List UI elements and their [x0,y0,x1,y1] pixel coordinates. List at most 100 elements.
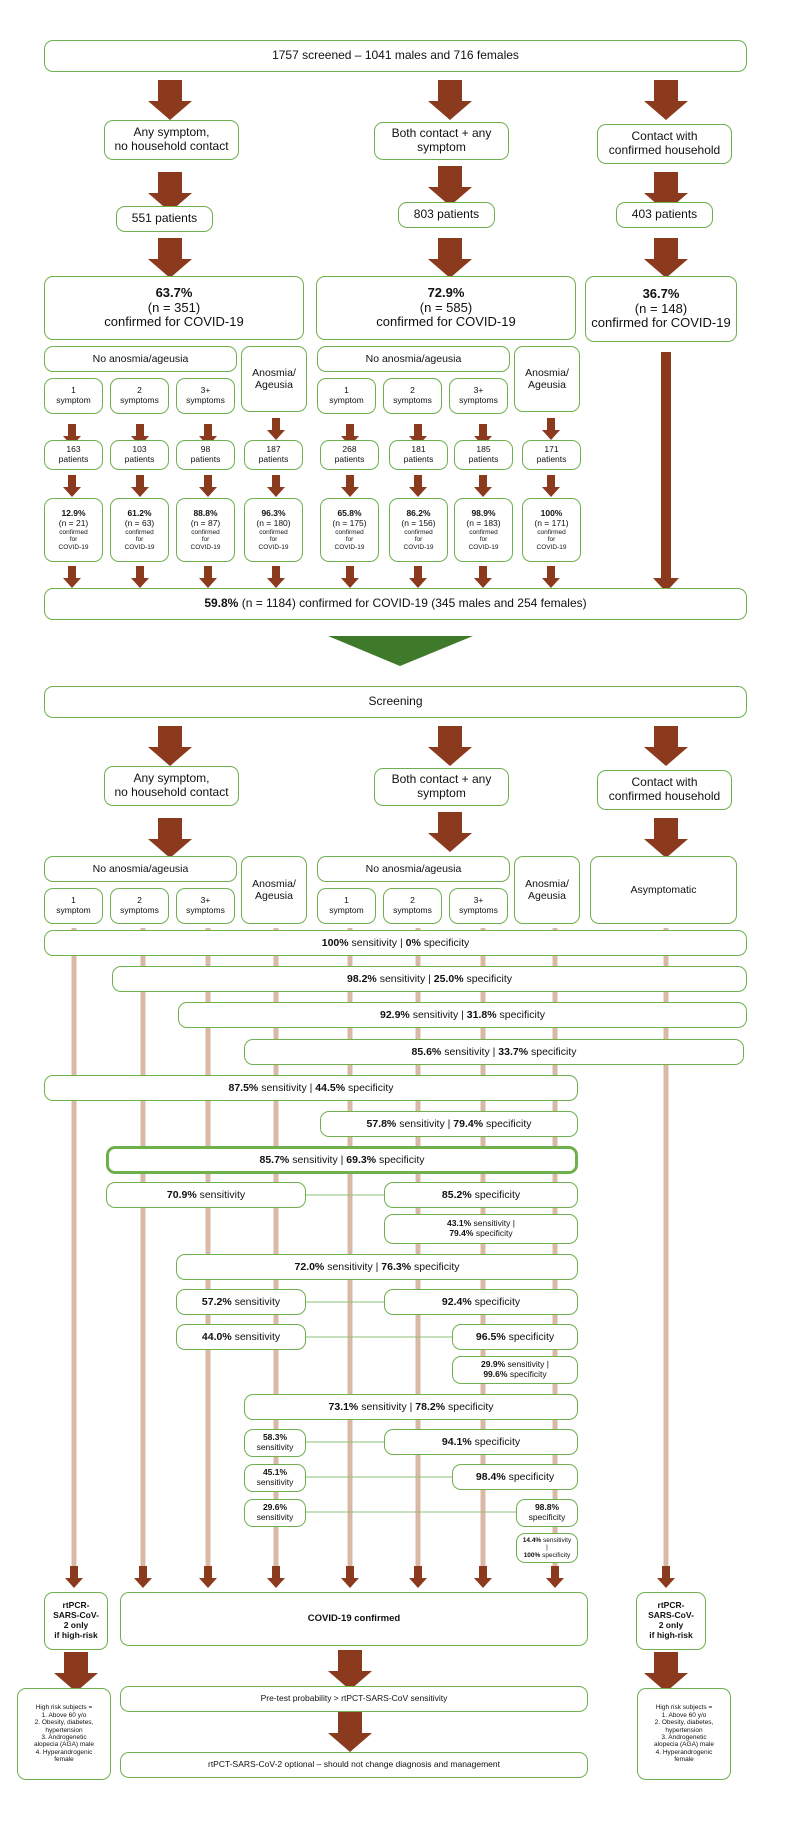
spec-word: specificity [474,1188,521,1201]
symptom-box: 2 symptoms [383,888,442,924]
sub-confirmed-box: 96.3%(n = 180)confirmed for COVID-19 [244,498,303,562]
group-box-any-symptom-2: Any symptom, no household contact [104,766,239,806]
confirmed-box-3: 36.7% (n = 148) confirmed for COVID-19 [585,276,737,342]
sens-word: sensitivity [234,1295,281,1308]
split-c-spec-3: 98.8%specificity [516,1499,578,1527]
total-pct: 59.8% [204,596,239,611]
spec-word: specificity [509,1369,547,1379]
split-connectors [306,1194,516,1513]
sens-row-4: 85.6% sensitivity | 33.7% specificity [244,1039,744,1065]
sens-word: sensitivity [473,1218,511,1229]
sub-confirmed-n: (n = 63) [124,517,155,528]
sub-confirmed-n: (n = 171) [534,517,569,528]
sens-value: 85.7% [259,1153,290,1166]
sub-patients-box: 103 patients [110,440,169,470]
sub-confirmed-pct: 12.9% [61,508,86,519]
symptom-box: 3+ symptoms [176,378,235,414]
split-a-spec: 85.2% specificity [384,1182,578,1208]
no-anosmia-header-2: No anosmia/ageusia [317,346,510,372]
sens-word: sensitivity [261,1081,307,1094]
spec-word: specificity [474,1435,521,1448]
group-box-contact: Contact with confirmed household [597,124,732,164]
sub-patients-box: 181 patients [389,440,448,470]
sub-confirmed-box: 88.8%(n = 87)confirmed for COVID-19 [176,498,235,562]
spec-value: 94.1% [441,1435,472,1448]
sens-word: sensitivity [292,1153,338,1166]
rtpcr-box-right: rtPCR- SARS-CoV- 2 only if high-risk [636,1592,706,1650]
symptom-box: 2 symptoms [110,378,169,414]
split-a-sub: 43.1% sensitivity | 79.4% specificity [384,1214,578,1244]
sub-confirmed-text: confirmed for COVID-19 [468,528,499,551]
no-anosmia-header-3: No anosmia/ageusia [44,856,237,882]
sens-value: 14.4% [522,1536,542,1544]
screened-box: 1757 screened – 1041 males and 716 femal… [44,40,747,72]
sens-value: 57.8% [366,1117,397,1130]
confirmed-box-2: 72.9% (n = 585) confirmed for COVID-19 [316,276,576,340]
covid-confirmed-box: COVID-19 confirmed [120,1592,588,1646]
spec-value: 99.6% [483,1369,508,1379]
confirmed-n: (n = 148) [634,300,688,316]
spec-value: 100% [523,1551,541,1559]
asymptomatic-box: Asymptomatic [590,856,737,924]
sens-value: 58.3% [262,1432,288,1443]
split-c-sens-2: 45.1%sensitivity [244,1464,306,1492]
split-c-spec-1: 94.1% specificity [384,1429,578,1455]
split-c-sub: 14.4% sensitivity | 100% specificity [516,1533,578,1563]
sens-word: sensitivity [543,1536,572,1544]
sens-value: 44.0% [201,1330,232,1343]
high-risk-box-right: High risk subjects = 1. Above 60 y/o 2. … [637,1688,731,1780]
sub-confirmed-text: confirmed for COVID-19 [190,528,221,551]
patients-box-803: 803 patients [398,202,495,228]
sens-value: 57.2% [201,1295,232,1308]
confirmed-pct: 36.7% [642,285,680,301]
patients-box-551: 551 patients [116,206,213,232]
pretest-box: Pre-test probability > rtPCT-SARS-CoV se… [120,1686,588,1712]
no-anosmia-header-1: No anosmia/ageusia [44,346,237,372]
sub-confirmed-n: (n = 156) [401,517,436,528]
split-b-sens-2: 44.0% sensitivity [176,1324,306,1350]
split-b-spec-2: 96.5% specificity [452,1324,578,1350]
sens-word: sensitivity [256,1442,294,1452]
spec-value: 31.8% [466,1008,497,1021]
sens-value: 92.9% [380,1008,410,1021]
sub-confirmed-n: (n = 87) [190,517,221,528]
split-c-sens-3: 29.6%sensitivity [244,1499,306,1527]
spec-value: 85.2% [441,1188,472,1201]
split-a-sens: 70.9% sensitivity [106,1182,306,1208]
spec-word: specificity [508,1470,555,1483]
sens-word: sensitivity [507,1359,545,1370]
spec-word: specificity [475,1228,513,1238]
split-c-sens-1: 58.3%sensitivity [244,1429,306,1457]
sub-confirmed-pct: 98.9% [471,508,496,519]
sens-value: 70.9% [166,1188,197,1201]
sens-word: sensitivity [234,1330,281,1343]
group-box-any-symptom: Any symptom, no household contact [104,120,239,160]
anosmia-box-4: Anosmia/ Ageusia [514,856,580,924]
spec-word: specificity [466,972,512,985]
sens-value: 98.2% [347,972,377,985]
sub-patients-box: 163 patients [44,440,103,470]
sub-confirmed-box: 61.2%(n = 63)confirmed for COVID-19 [110,498,169,562]
big-arrow-down [328,636,473,666]
symptom-box: 2 symptoms [110,888,169,924]
sens-value: 100% [321,936,349,949]
sub-confirmed-box: 100%(n = 171)confirmed for COVID-19 [522,498,581,562]
symptom-box: 1 symptom [317,378,376,414]
spec-word: specificity [474,1295,521,1308]
anosmia-box-1: Anosmia/ Ageusia [241,346,307,412]
anosmia-box-3: Anosmia/ Ageusia [241,856,307,924]
spec-word: specificity [378,1153,425,1166]
sens-value: 85.6% [411,1045,442,1058]
split-c-spec-2: 98.4% specificity [452,1464,578,1490]
sub-patients-box: 187 patients [244,440,303,470]
confirmed-pct: 63.7% [155,284,193,300]
spec-value: 96.5% [475,1330,506,1343]
sens-row-5: 87.5% sensitivity | 44.5% specificity [44,1075,578,1101]
sub-patients-box: 268 patients [320,440,379,470]
symptom-box: 2 symptoms [383,378,442,414]
symptom-box: 3+ symptoms [449,378,508,414]
sub-patients-box: 98 patients [176,440,235,470]
spec-word: specificity [347,1081,394,1094]
spec-word: specificity [423,936,470,949]
sens-word: sensitivity [399,1117,445,1130]
